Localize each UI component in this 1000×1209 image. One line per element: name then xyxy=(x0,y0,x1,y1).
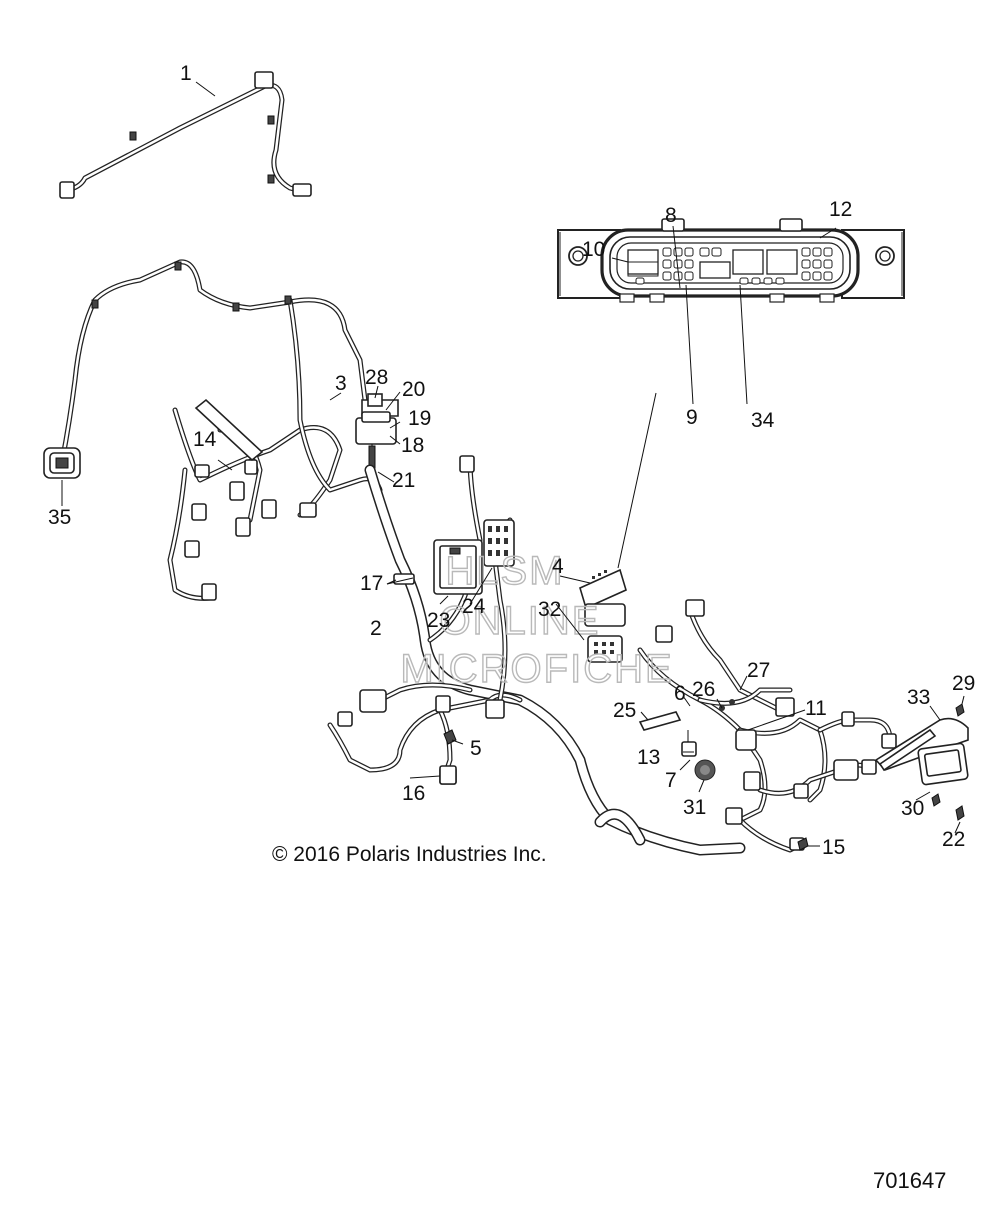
drawing-number: 701647 xyxy=(873,1168,947,1193)
svg-text:ONLINE: ONLINE xyxy=(440,599,601,643)
relay-bracket-18-21 xyxy=(355,393,399,470)
callout-5: 5 xyxy=(470,737,482,760)
copyright-notice: © 2016 Polaris Industries Inc. xyxy=(272,843,547,866)
leader-lines xyxy=(61,81,965,847)
callout-4: 4 xyxy=(552,555,564,578)
callout-29: 29 xyxy=(952,672,975,695)
callout-21: 21 xyxy=(392,469,415,492)
callout-32: 32 xyxy=(538,598,561,621)
callout-3: 3 xyxy=(335,372,347,395)
callout-22: 22 xyxy=(942,828,965,851)
callout-2: 2 xyxy=(370,617,382,640)
callout-7: 7 xyxy=(665,769,677,792)
ecu-23-24 xyxy=(433,519,515,595)
watermark: HLSM ONLINE MICROFICHE xyxy=(400,548,673,691)
connector-16 xyxy=(439,765,457,785)
callout-13: 13 xyxy=(637,746,660,769)
callout-28: 28 xyxy=(365,366,388,389)
callout-11: 11 xyxy=(805,697,827,720)
callout-9: 9 xyxy=(686,406,698,429)
callout-6: 6 xyxy=(674,682,686,705)
svg-text:MICROFICHE: MICROFICHE xyxy=(400,647,673,691)
callout-1: 1 xyxy=(180,62,192,85)
callout-14: 14 xyxy=(193,428,217,451)
main-harness-part-2 xyxy=(327,455,746,856)
callout-31: 31 xyxy=(683,796,706,819)
callout-25: 25 xyxy=(613,699,636,722)
callout-8: 8 xyxy=(665,204,677,227)
relay-13 xyxy=(681,741,697,757)
fusebox-leader-line xyxy=(617,392,657,569)
connector-35 xyxy=(43,447,81,479)
callout-15: 15 xyxy=(822,836,845,859)
callout-35: 35 xyxy=(48,506,71,529)
callout-24: 24 xyxy=(462,595,486,618)
clamp-17 xyxy=(393,573,415,585)
fuse-block-4-32 xyxy=(579,568,627,663)
callout-20: 20 xyxy=(402,378,425,401)
callout-labels: 1 2 3 4 5 6 7 8 9 10 11 12 13 14 15 16 1… xyxy=(48,62,975,859)
callout-17: 17 xyxy=(360,572,383,595)
callout-33: 33 xyxy=(907,686,930,709)
callout-30: 30 xyxy=(901,797,924,820)
module-30-bracket-33 xyxy=(874,703,969,821)
callout-12: 12 xyxy=(829,198,852,221)
callout-23: 23 xyxy=(427,609,450,632)
callout-18: 18 xyxy=(401,434,424,457)
harness-part-1 xyxy=(59,71,312,199)
svg-text:HLSM: HLSM xyxy=(445,549,564,593)
harness-right xyxy=(637,599,897,853)
bracket-25 xyxy=(638,711,682,731)
fuse-relay-box-definitive xyxy=(557,218,905,303)
callout-34: 34 xyxy=(751,409,775,432)
callout-26: 26 xyxy=(692,678,715,701)
callout-16: 16 xyxy=(402,782,425,805)
callout-19: 19 xyxy=(408,407,431,430)
callout-10: 10 xyxy=(582,238,605,261)
callout-27: 27 xyxy=(747,659,770,682)
